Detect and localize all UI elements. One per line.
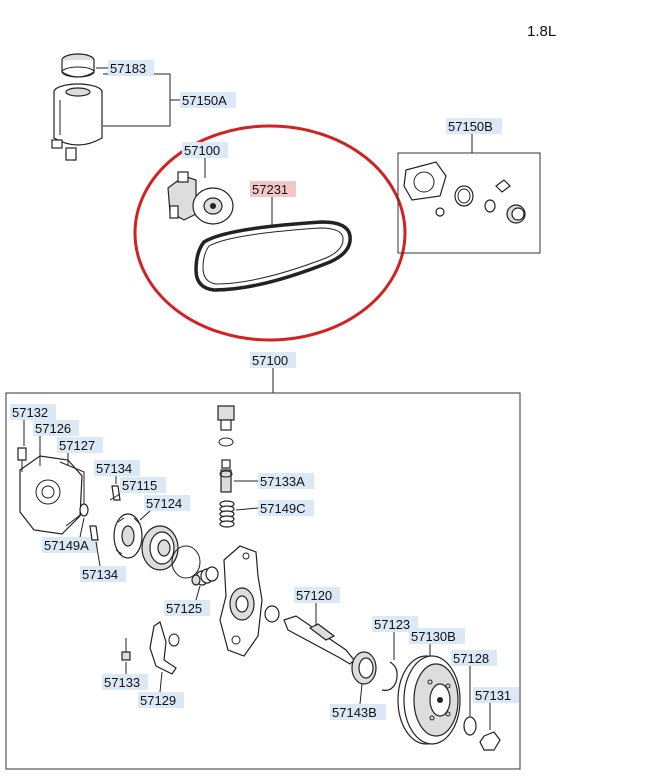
front-housing-illustration bbox=[219, 545, 263, 657]
bolt-57133-illustration bbox=[121, 638, 131, 661]
label-57183: 57183 bbox=[110, 61, 146, 76]
label-57133: 57133 bbox=[104, 675, 140, 690]
spring-57125 bbox=[191, 566, 219, 586]
label-bg-pump bbox=[182, 142, 228, 158]
label-57143b: 57143B bbox=[332, 705, 377, 720]
label-57130b: 57130B bbox=[411, 629, 456, 644]
label-57123: 57123 bbox=[374, 617, 410, 632]
highlight-ring bbox=[133, 124, 407, 342]
label-57125: 57125 bbox=[166, 601, 202, 616]
seal-kit-illustration bbox=[403, 161, 526, 224]
pin-57134-bottom bbox=[89, 525, 99, 541]
pulley-illustration bbox=[397, 655, 461, 745]
label-57127: 57127 bbox=[59, 438, 95, 453]
label-57132: 57132 bbox=[12, 405, 48, 420]
label-bg-belt bbox=[250, 181, 296, 197]
nut-illustration bbox=[479, 731, 501, 751]
label-pump: 57100 bbox=[184, 143, 220, 158]
label-57128: 57128 bbox=[453, 651, 489, 666]
label-57134-bottom: 57134 bbox=[82, 567, 118, 582]
label-57126: 57126 bbox=[35, 421, 71, 436]
reservoir-cap-illustration bbox=[61, 53, 95, 78]
label-57115: 57115 bbox=[122, 478, 157, 493]
snap-ring-illustration bbox=[381, 661, 398, 691]
label-bg-57150a bbox=[180, 92, 236, 108]
shaft-illustration bbox=[283, 615, 355, 665]
label-57131: 57131 bbox=[475, 688, 511, 703]
drive-belt-illustration bbox=[194, 220, 352, 292]
label-57150a: 57150A bbox=[182, 93, 227, 108]
label-belt: 57231 bbox=[252, 182, 288, 197]
valve-fitting-illustration bbox=[217, 405, 235, 493]
oring-57149a bbox=[79, 503, 89, 517]
rotor-illustration bbox=[113, 513, 143, 559]
label-57124: 57124 bbox=[146, 496, 182, 511]
rear-housing-illustration bbox=[17, 447, 85, 535]
bearing-illustration bbox=[351, 651, 377, 685]
label-57120: 57120 bbox=[296, 588, 332, 603]
label-bg-kit bbox=[446, 118, 502, 134]
engine-code-label: 1.8L bbox=[527, 23, 556, 40]
label-kit: 57150B bbox=[448, 119, 493, 134]
kit-frame bbox=[397, 152, 541, 254]
label-bg-assembly-title bbox=[250, 352, 296, 368]
washer-illustration bbox=[463, 716, 477, 736]
bracket-illustration bbox=[149, 621, 180, 675]
pump-illustration bbox=[167, 171, 234, 225]
cam-ring-illustration bbox=[141, 525, 179, 571]
pin-57134-top bbox=[111, 485, 121, 501]
label-57129: 57129 bbox=[140, 693, 176, 708]
assembly-frame bbox=[5, 392, 521, 770]
assembly-title: 57100 bbox=[252, 353, 288, 368]
label-57149a: 57149A bbox=[44, 538, 89, 553]
label-bg-57183 bbox=[108, 60, 154, 76]
oring-housing bbox=[264, 605, 280, 623]
valve-spring-illustration bbox=[219, 500, 235, 528]
leader-57150a bbox=[103, 73, 171, 127]
label-57134-top: 57134 bbox=[96, 461, 132, 476]
label-57149c: 57149C bbox=[260, 501, 306, 516]
label-57133a: 57133A bbox=[260, 474, 305, 489]
reservoir-illustration bbox=[51, 83, 103, 161]
oring-large bbox=[171, 545, 201, 579]
